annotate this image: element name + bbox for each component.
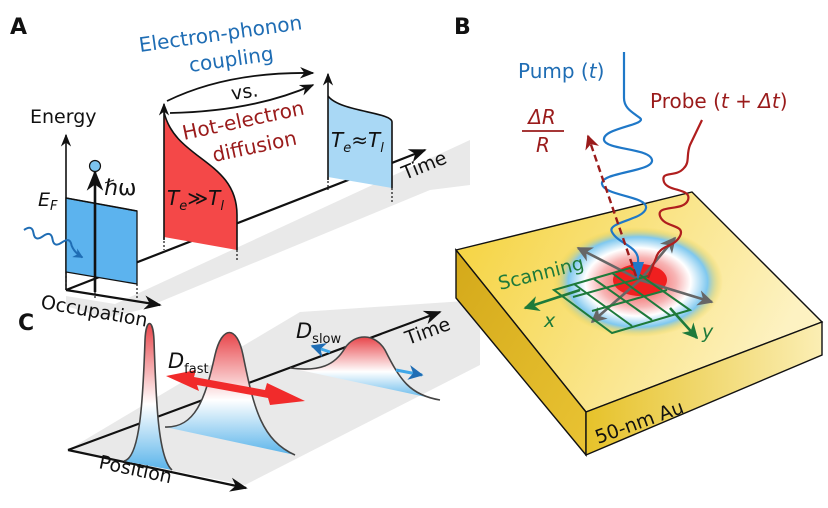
hot-state-label: Te≫Tl (167, 186, 224, 214)
gold-film-front (585, 320, 823, 457)
y-axis-label: y (701, 321, 714, 343)
gaussian-wide (290, 336, 440, 400)
diffusion-arrow (169, 84, 315, 114)
photon-energy-label: ℏω (104, 176, 136, 201)
scan-x-arrow (523, 288, 581, 312)
equilibrated-state-label: Te≈Tl (331, 128, 384, 156)
equilibrated-distribution (328, 96, 392, 188)
reflected-signal-arrow (585, 134, 638, 277)
hot-distribution-edge (163, 111, 238, 250)
pump-arrowhead (632, 262, 644, 280)
electron-icon (88, 159, 102, 173)
probe-label: Probe (t + Δt) (650, 89, 788, 113)
time-axis-c (67, 310, 442, 452)
d-fast-arrow (166, 370, 305, 405)
panel-b-label: B (454, 15, 471, 40)
gaussian-narrow-edge (123, 322, 173, 471)
eq-distribution-edge (327, 95, 393, 188)
signal-denominator: R (536, 133, 550, 157)
gaussian-narrow (124, 323, 172, 470)
coupling-arrow (166, 66, 315, 102)
fermi-distribution (65, 197, 138, 285)
pump-label: Pump (t) (518, 59, 604, 83)
diffusion-arrow-nw (576, 246, 641, 282)
signal-numerator: ΔR (526, 105, 556, 129)
d-slow-arrow-left (310, 343, 331, 358)
d-slow-label: Dslow (296, 319, 342, 347)
fermi-level-line (65, 197, 138, 212)
gaussian-wide-edge (289, 336, 441, 401)
panel-c: C Time Position Dfast Dslow (18, 300, 480, 492)
d-slow-arrow-right (395, 365, 424, 380)
panel-a: A Time Occupation Energy EF ℏω Te≫Tl (10, 10, 470, 332)
probe-beam (646, 119, 703, 279)
d-fast-label: Dfast (168, 349, 209, 377)
fermi-symbol: EF (38, 189, 58, 214)
vs-label: vs. (230, 79, 260, 105)
scan-y-arrow (669, 307, 699, 340)
photon-wave-icon (23, 226, 84, 259)
scanning-grid (551, 266, 693, 335)
occupation-axis (65, 288, 162, 310)
x-axis-label: x (543, 310, 556, 332)
energy-label: Energy (30, 106, 97, 128)
panel-b: B 50-nm Au x y Scanning Pump (t) (454, 15, 824, 457)
position-axis (67, 448, 248, 492)
panel-a-label: A (10, 15, 27, 40)
hot-distribution (164, 112, 237, 250)
pump-beam (600, 52, 654, 272)
gaussian-medium-edge (164, 331, 296, 456)
panel-c-label: C (18, 311, 34, 336)
